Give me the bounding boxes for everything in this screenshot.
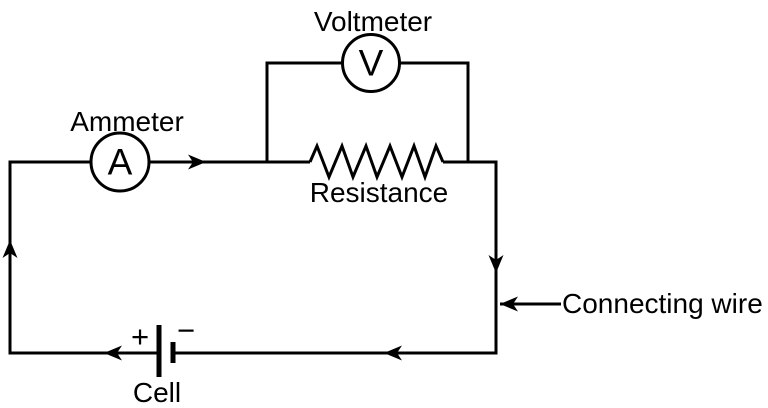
cell-label: Cell [133,377,181,408]
current-arrow-left-icon [384,345,402,361]
ammeter-label: Ammeter [70,106,184,137]
current-arrow-left2-icon [104,345,122,361]
voltmeter-dial-letter: V [359,43,384,84]
ammeter-symbol [89,131,151,193]
cell-plus-sign: + [131,319,149,354]
connecting-wire-pointer-icon [500,296,518,312]
current-arrow-up-icon [2,240,18,258]
resistance-label: Resistance [310,177,449,208]
resistor-symbol [308,141,445,182]
voltmeter-symbol [341,33,401,93]
current-arrow-right-icon [188,154,206,170]
cell-minus-sign: − [177,313,195,348]
ammeter-dial-letter: A [108,142,133,183]
connecting-wire-label: Connecting wire [562,288,763,319]
current-arrow-down-icon [488,255,504,273]
wire-left-loop [8,160,310,355]
voltmeter-label: Voltmeter [314,6,432,37]
